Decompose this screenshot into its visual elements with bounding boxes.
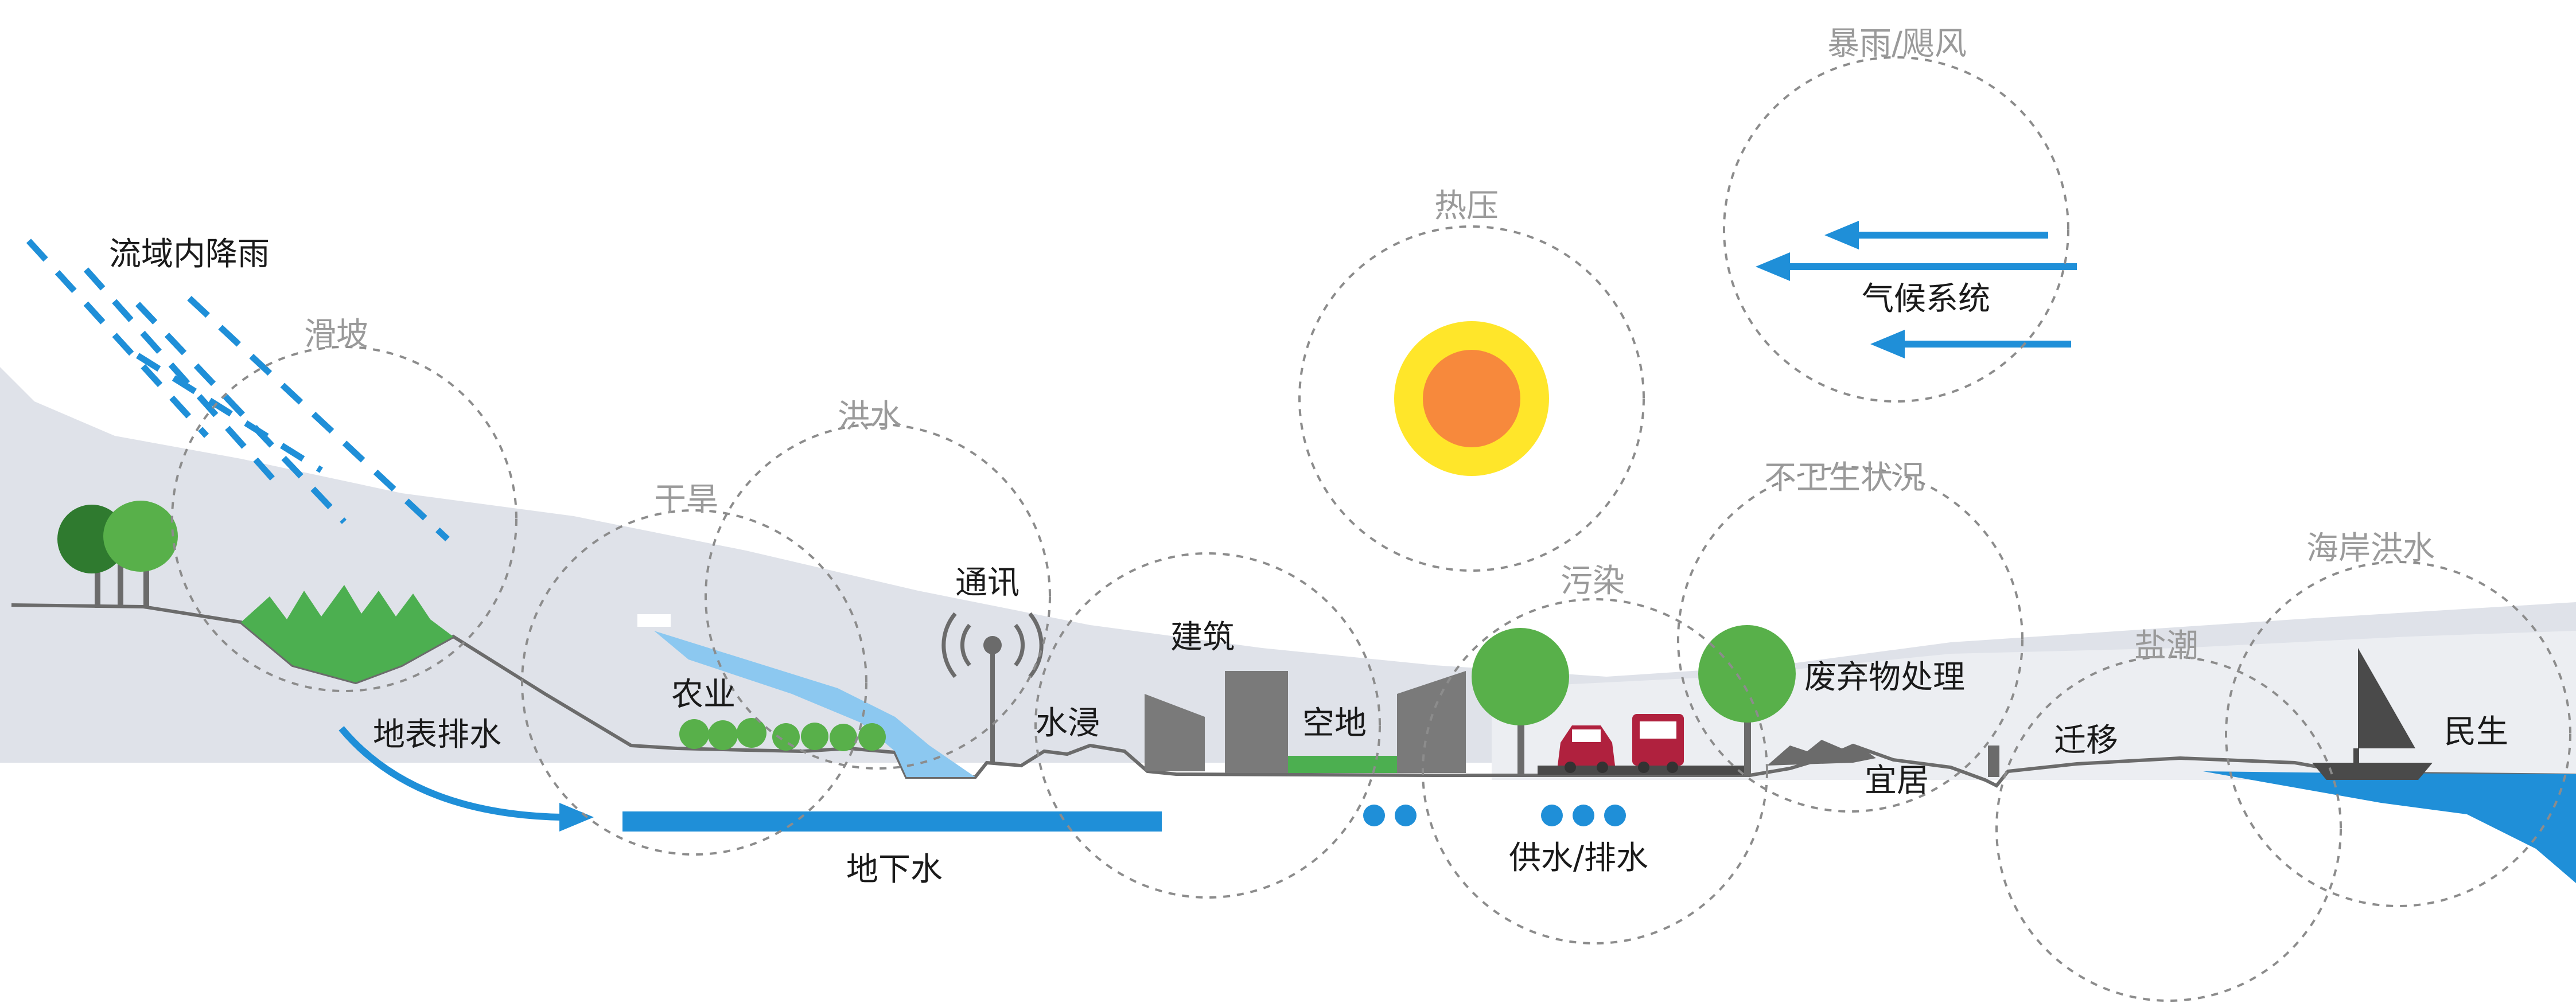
label-landslide: 滑坡: [304, 316, 368, 353]
building-group: [1145, 671, 1466, 773]
tree-center-left: [1472, 628, 1569, 774]
circle-storm: [1723, 56, 2069, 403]
label-open-space: 空地: [1302, 705, 1367, 742]
bus-icon: [1632, 714, 1684, 773]
circle-drought: [521, 509, 867, 856]
label-waste-treatment: 废弃物处理: [1804, 659, 1965, 696]
label-rainfall: 流域内降雨: [109, 236, 270, 273]
rain-streaks: [26, 239, 450, 542]
label-inundation: 水浸: [1036, 705, 1100, 742]
label-coastal-flood: 海岸洪水: [2306, 530, 2435, 567]
label-unsanitary: 不卫生状况: [1764, 459, 1925, 497]
antenna-icon: [941, 612, 1044, 763]
circle-flood: [705, 423, 1051, 770]
label-migration: 迁移: [2054, 722, 2118, 759]
label-groundwater: 地下水: [846, 851, 943, 888]
groundwater-bar: [622, 811, 1162, 832]
label-communication: 通讯: [955, 564, 1019, 602]
river-source: [636, 613, 672, 628]
label-climate-system: 气候系统: [1862, 280, 1990, 318]
label-pollution: 污染: [1561, 563, 1625, 600]
ground-line: [11, 603, 2576, 788]
label-surface-drainage: 地表排水: [373, 716, 501, 754]
surface-drainage-arrowhead: [559, 803, 594, 832]
river: [654, 631, 975, 777]
circle-inundation: [1034, 552, 1381, 899]
background-hill-light: [1492, 631, 2576, 780]
wind-arrows: [1756, 221, 2077, 358]
car-icon: [1558, 725, 1615, 773]
label-livability: 宜居: [1865, 762, 1929, 799]
label-flood: 洪水: [838, 398, 902, 435]
circle-landslide: [171, 346, 517, 692]
grass-patch: [241, 585, 453, 682]
circle-heat: [1298, 225, 1645, 572]
label-livelihood: 民生: [2444, 713, 2508, 751]
tree-center-right: [1698, 625, 1796, 774]
label-buildings: 建筑: [1170, 619, 1235, 656]
risk-circles: [171, 56, 2571, 1002]
label-storm: 暴雨/飓风: [1827, 25, 1967, 63]
channel-marker: [1988, 746, 1999, 777]
waste-rubble: [1767, 740, 1876, 766]
surface-drainage-arrow: [338, 726, 563, 821]
agriculture-shrubs: [679, 718, 886, 751]
sailboat-icon: [2312, 648, 2433, 780]
label-drought: 干旱: [654, 481, 718, 518]
water-dots: [1363, 805, 1626, 826]
open-space-lawn: [1288, 756, 1397, 773]
circle-coastal-flood: [2225, 561, 2571, 907]
label-salt-tide: 盐潮: [2134, 627, 2198, 665]
sun-icon: [1394, 321, 1549, 476]
circle-salt-tide: [1995, 655, 2342, 1002]
circle-unsanitary: [1677, 466, 2024, 813]
label-heat-stress: 热压: [1434, 188, 1499, 225]
circle-pollution: [1422, 598, 1768, 944]
label-agriculture: 农业: [671, 676, 736, 713]
tree-group-left: [57, 501, 178, 608]
sea: [2203, 771, 2576, 883]
label-water-supply-drainage: 供水/排水: [1509, 840, 1648, 877]
